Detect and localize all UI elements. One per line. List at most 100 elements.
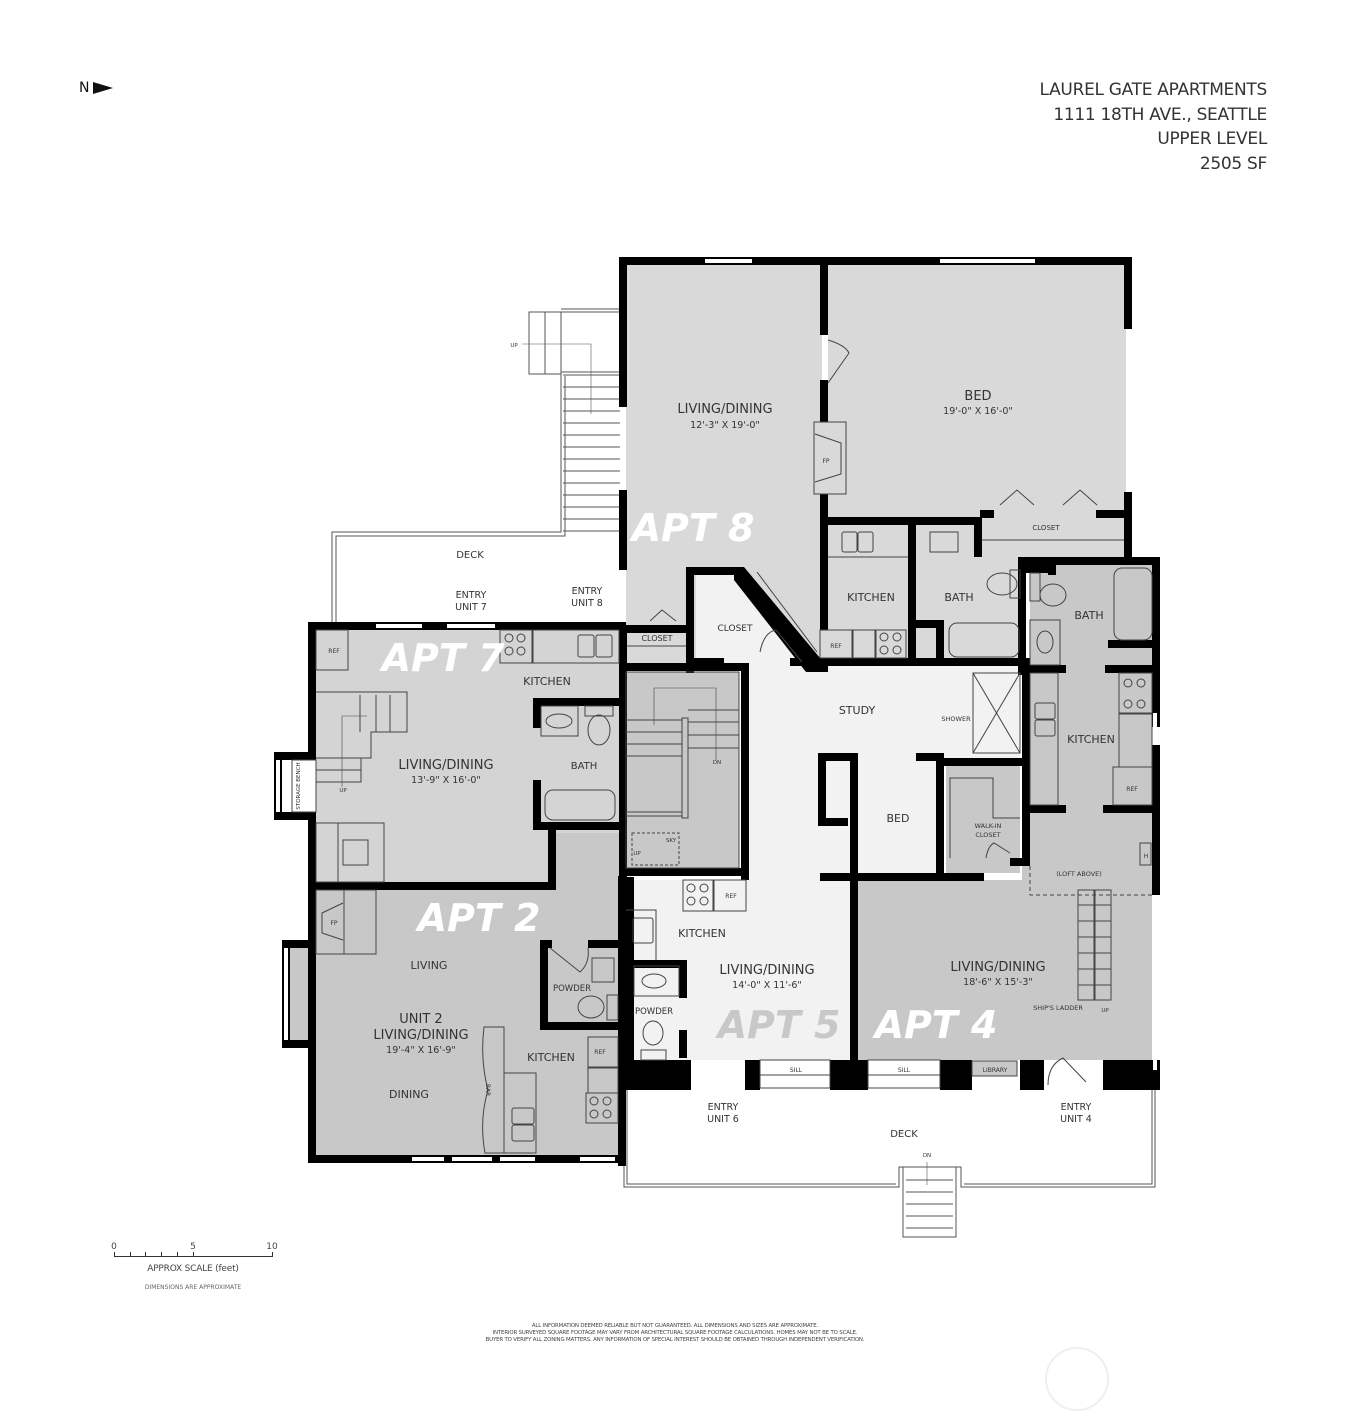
apt2-powder-label: POWDER <box>553 984 591 994</box>
apt7-bath-label: BATH <box>571 761 598 772</box>
apt4-kitchen-label: KITCHEN <box>1067 733 1115 746</box>
apartment-labels: APT 8 APT 7 APT 2 APT 5 APT 4 <box>379 506 998 1047</box>
apt4-sill-label: SILL <box>898 1067 911 1074</box>
apt8-living-label: LIVING/DINING <box>677 402 772 417</box>
apt5-floor <box>626 575 1020 1080</box>
lower-stair-treads <box>906 1162 953 1229</box>
disclaimer-line-2: INTERIOR SURVEYED SQUARE FOOTAGE MAY VAR… <box>492 1330 858 1336</box>
disclaimer: ALL INFORMATION DEEMED RELIABLE BUT NOT … <box>440 1323 910 1344</box>
entry-unit4-label-2: UNIT 4 <box>1060 1114 1092 1125</box>
apt4-bath-label: BATH <box>1074 609 1103 622</box>
upper-deck-label: DECK <box>456 550 484 561</box>
scale-tick-5: 5 <box>190 1242 196 1252</box>
north-arrow-icon <box>93 82 114 94</box>
entry-unit6-label-1: ENTRY <box>708 1102 739 1113</box>
watermark-logo <box>1045 1347 1109 1411</box>
square-footage: 2505 SF <box>1199 153 1267 174</box>
apt8-kitchen-label: KITCHEN <box>847 591 895 604</box>
room-labels: LIVING/DINING 12'-3" X 19'-0" BED 19'-0"… <box>296 343 1148 1159</box>
apt7-up-label: UP <box>339 788 347 794</box>
walkin-closet-label-1: WALK-IN <box>975 822 1002 830</box>
apt5-living-label: LIVING/DINING <box>719 963 814 978</box>
entry-unit4-label-1: ENTRY <box>1061 1102 1092 1113</box>
apt5-kitchen-label: KITCHEN <box>678 927 726 940</box>
fixtures <box>291 339 1157 1154</box>
apt4-up-label: UP <box>1101 1008 1109 1014</box>
property-address: 1111 18TH AVE., SEATTLE <box>1053 104 1267 125</box>
upper-stair-treads <box>522 343 620 532</box>
apt8-living-dims: 12'-3" X 19'-0" <box>690 420 760 431</box>
disclaimer-line-1: ALL INFORMATION DEEMED RELIABLE BUT NOT … <box>531 1323 819 1329</box>
lower-deck <box>623 1088 1156 1238</box>
apt7-label: APT 7 <box>379 636 505 680</box>
apt4-living-label: LIVING/DINING <box>950 960 1045 975</box>
apt4-loft-label: (LOFT ABOVE) <box>1056 870 1102 878</box>
stair-dn-label: DN <box>713 760 721 766</box>
north-label: N <box>79 80 90 96</box>
apt7-kitchen-label: KITCHEN <box>523 675 571 688</box>
apt5-powder-label: POWDER <box>635 1007 673 1017</box>
lower-stair-dn-label: DN <box>923 1153 931 1159</box>
apt2-bar-label: BAR <box>484 1084 491 1096</box>
apt5-ref-label: REF <box>725 893 737 900</box>
entry-unit7-label-2: UNIT 7 <box>455 602 487 613</box>
walls <box>274 257 1160 1166</box>
scale-bar: 0 5 10 APPROX SCALE (feet) DIMENSIONS AR… <box>108 1242 278 1291</box>
entry-unit8-label-1: ENTRY <box>572 586 603 597</box>
walkin-closet-label-2: CLOSET <box>975 831 1000 839</box>
apt8-bed-dims: 19'-0" X 16'-0" <box>943 406 1013 417</box>
apt4-label: APT 4 <box>872 1003 998 1047</box>
scale-caption: APPROX SCALE (feet) <box>147 1264 239 1274</box>
title-block: LAUREL GATE APARTMENTS 1111 18TH AVE., S… <box>1039 78 1268 176</box>
disclaimer-line-3: BUYER TO VERIFY ALL ZONING MATTERS. ANY … <box>485 1337 865 1343</box>
apt5-sill-label: SILL <box>790 1067 803 1074</box>
entry-unit7-label-1: ENTRY <box>456 590 487 601</box>
apt7-living-dims: 13'-9" X 16'-0" <box>411 775 481 786</box>
property-name: LAUREL GATE APARTMENTS <box>1039 80 1268 100</box>
apt7-storage-label: STORAGE BENCH <box>296 762 302 809</box>
floor-level: UPPER LEVEL <box>1157 129 1267 149</box>
stair-sky-label: SKY <box>666 838 677 844</box>
north-indicator: N <box>79 80 114 96</box>
upper-stair-up-label: UP <box>510 343 518 349</box>
apt2-living-dining-dims: 19'-4" X 16'-9" <box>386 1045 456 1056</box>
apt8-label: APT 8 <box>629 506 755 550</box>
apt5-living-dims: 14'-0" X 11'-6" <box>732 980 802 991</box>
apt8-fireplace-label: FP <box>822 458 829 465</box>
apt2-label: APT 2 <box>415 896 541 940</box>
apt2-unit-label: UNIT 2 <box>399 1012 442 1027</box>
apt8-closet-label: CLOSET <box>1032 524 1060 532</box>
apt4-ladder-label: SHIP'S LADDER <box>1033 1004 1083 1012</box>
apt7-living-label: LIVING/DINING <box>398 758 493 773</box>
apt8-entry-closet-label: CLOSET <box>641 634 672 643</box>
apt4-library-label: LIBRARY <box>983 1067 1008 1074</box>
apt7-ref-label: REF <box>328 648 340 655</box>
entry-unit6-label-2: UNIT 6 <box>707 1114 739 1125</box>
apt5-label: APT 5 <box>715 1003 841 1047</box>
apt8-closet-floor <box>980 517 1126 557</box>
apt8-bed-floor <box>828 265 1126 517</box>
upper-deck <box>331 308 621 622</box>
apt2-living-label: LIVING <box>411 959 448 972</box>
dimensions-note: DIMENSIONS ARE APPROXIMATE <box>144 1284 242 1291</box>
lower-deck-label: DECK <box>890 1129 918 1140</box>
scale-tick-0: 0 <box>111 1242 117 1252</box>
apt4-h-label: H <box>1144 853 1149 860</box>
apt4-living-dims: 18'-6" X 15'-3" <box>963 977 1033 988</box>
apt2-living-dining-label: LIVING/DINING <box>373 1028 468 1043</box>
apt6-bed-label: BED <box>887 812 910 825</box>
apt4-ref-label: REF <box>1126 786 1138 793</box>
apt2-dining-label: DINING <box>389 1088 429 1101</box>
entry-unit8-label-2: UNIT 8 <box>571 598 603 609</box>
apt2-kitchen-label: KITCHEN <box>527 1051 575 1064</box>
apt6-shower-label: SHOWER <box>941 715 971 723</box>
apt6-study-label: STUDY <box>839 704 876 717</box>
apt2-ref-label: REF <box>594 1049 606 1056</box>
apt6-closet-label: CLOSET <box>718 624 753 634</box>
apt2-floor <box>316 833 620 1155</box>
apt2-fireplace-label: FP <box>330 920 337 927</box>
scale-tick-10: 10 <box>266 1242 278 1252</box>
apt8-bath-label: BATH <box>944 591 973 604</box>
apt8-ref-label: REF <box>830 643 842 650</box>
